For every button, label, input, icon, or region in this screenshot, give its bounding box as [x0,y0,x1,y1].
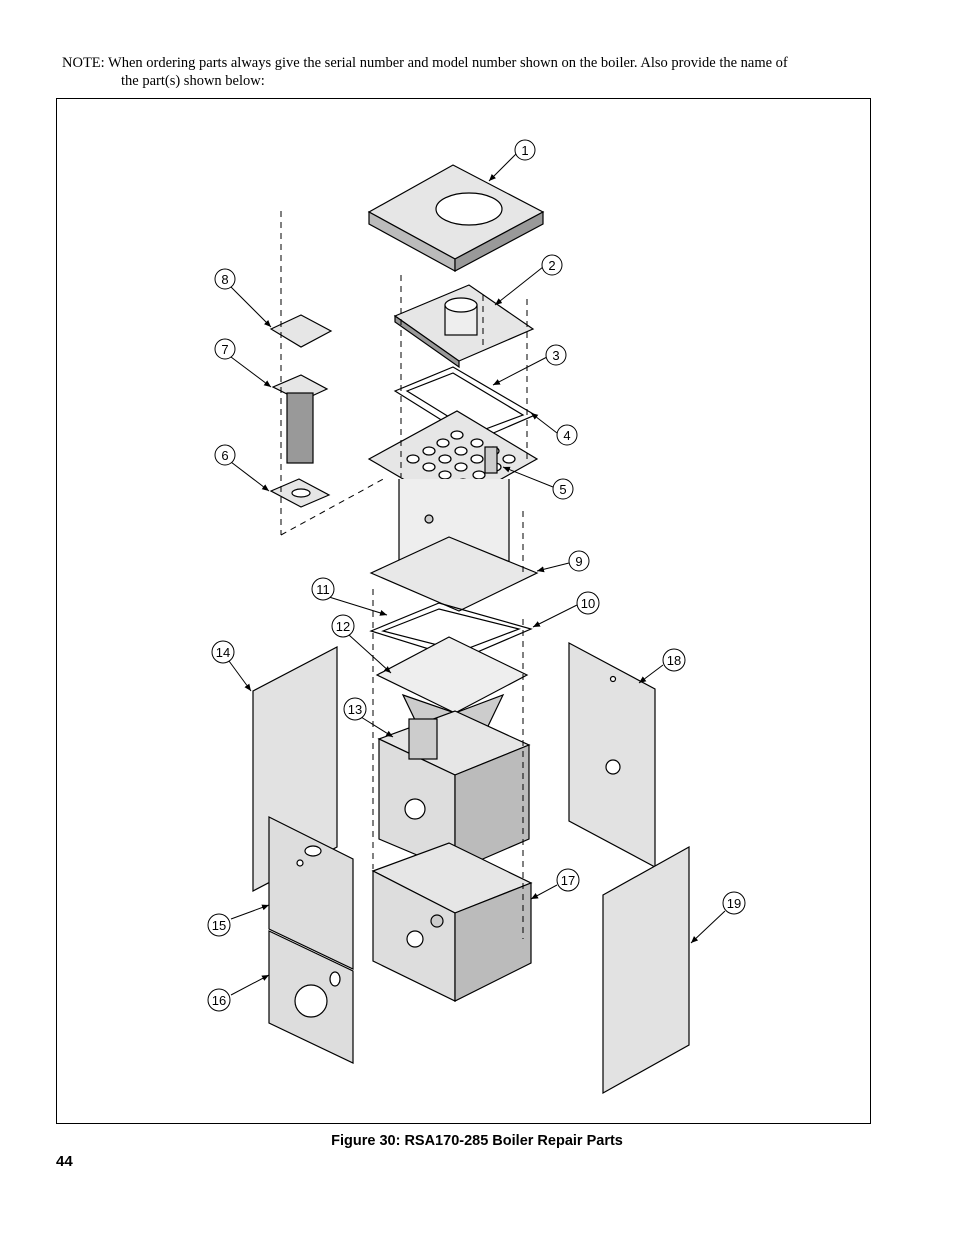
svg-text:4: 4 [563,428,570,443]
exploded-parts-diagram: 1 2 3 4 5 [207,139,746,1095]
callout-11: 11 [311,577,388,616]
callout-15: 15 [207,904,270,937]
svg-text:10: 10 [581,596,595,611]
callout-13: 13 [343,697,394,738]
svg-text:5: 5 [559,482,566,497]
callout-12: 12 [331,614,392,674]
part-base-plate [369,536,539,612]
svg-text:1: 1 [521,143,528,158]
callout-7: 7 [214,338,272,388]
svg-text:18: 18 [667,653,681,668]
callout-19: 19 [690,891,746,944]
callout-8: 8 [214,268,272,328]
svg-text:2: 2 [548,258,555,273]
part-right-side-panel [568,641,656,869]
part-gasket-top-left [269,314,333,348]
assembly-lines [280,211,528,939]
callout-group: 1 2 3 4 5 [207,139,746,1012]
part-front-lower-panel [268,930,354,1064]
callout-10: 10 [532,591,600,628]
part-rear-panel [602,845,690,1095]
svg-text:9: 9 [575,554,582,569]
svg-text:16: 16 [212,993,226,1008]
callout-16: 16 [207,974,270,1012]
part-top-cover [367,164,545,273]
part-gasket-bottom-left [269,478,331,508]
callout-14: 14 [211,640,252,692]
page-number: 44 [56,1153,73,1170]
svg-text:19: 19 [727,896,741,911]
figure-frame: 1 2 3 4 5 [56,98,871,1124]
svg-text:7: 7 [221,342,228,357]
callout-5: 5 [502,466,574,500]
svg-text:12: 12 [336,619,350,634]
part-heat-sink [271,374,329,464]
figure-caption: Figure 30: RSA170-285 Boiler Repair Part… [331,1133,623,1149]
ordering-note: NOTE: When ordering parts always give th… [62,54,882,90]
note-line-1: NOTE: When ordering parts always give th… [62,55,788,71]
svg-text:3: 3 [552,348,559,363]
svg-text:11: 11 [316,582,330,597]
svg-text:13: 13 [348,702,362,717]
callout-3: 3 [492,344,567,386]
callout-18: 18 [638,648,686,684]
callout-9: 9 [536,550,590,573]
svg-text:17: 17 [561,873,575,888]
svg-text:14: 14 [216,645,230,660]
part-combustion-box [377,710,531,872]
part-flue-plate [393,284,535,369]
callout-6: 6 [214,444,270,492]
callout-2: 2 [494,254,563,306]
svg-text:6: 6 [221,448,228,463]
part-base [371,842,533,1002]
part-front-upper-panel [268,816,354,970]
note-line-2: the part(s) shown below: [121,73,265,89]
svg-text:15: 15 [212,918,226,933]
callout-17: 17 [530,868,580,900]
svg-text:8: 8 [221,272,228,287]
callout-1: 1 [488,139,536,182]
callout-4: 4 [530,412,578,446]
